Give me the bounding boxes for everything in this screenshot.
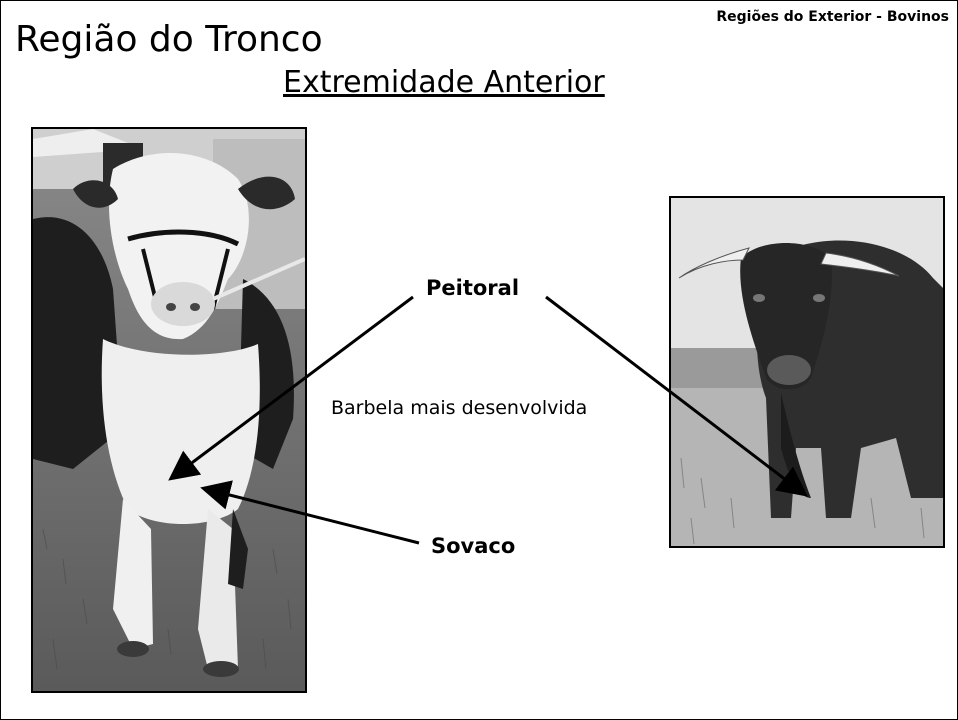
hereford-bull-photo [31, 127, 307, 693]
label-sovaco: Sovaco [431, 534, 516, 558]
label-peitoral: Peitoral [426, 276, 520, 300]
header-tag: Regiões do Exterior - Bovinos [716, 9, 949, 25]
arrow-sovaco [200, 480, 420, 545]
note-barbela: Barbela mais desenvolvida [331, 397, 588, 419]
slide-title: Região do Tronco [15, 19, 323, 60]
arrow-peitoral-left [168, 295, 414, 481]
slide-subtitle: Extremidade Anterior [283, 65, 605, 100]
arrow-peitoral-right [545, 295, 808, 497]
